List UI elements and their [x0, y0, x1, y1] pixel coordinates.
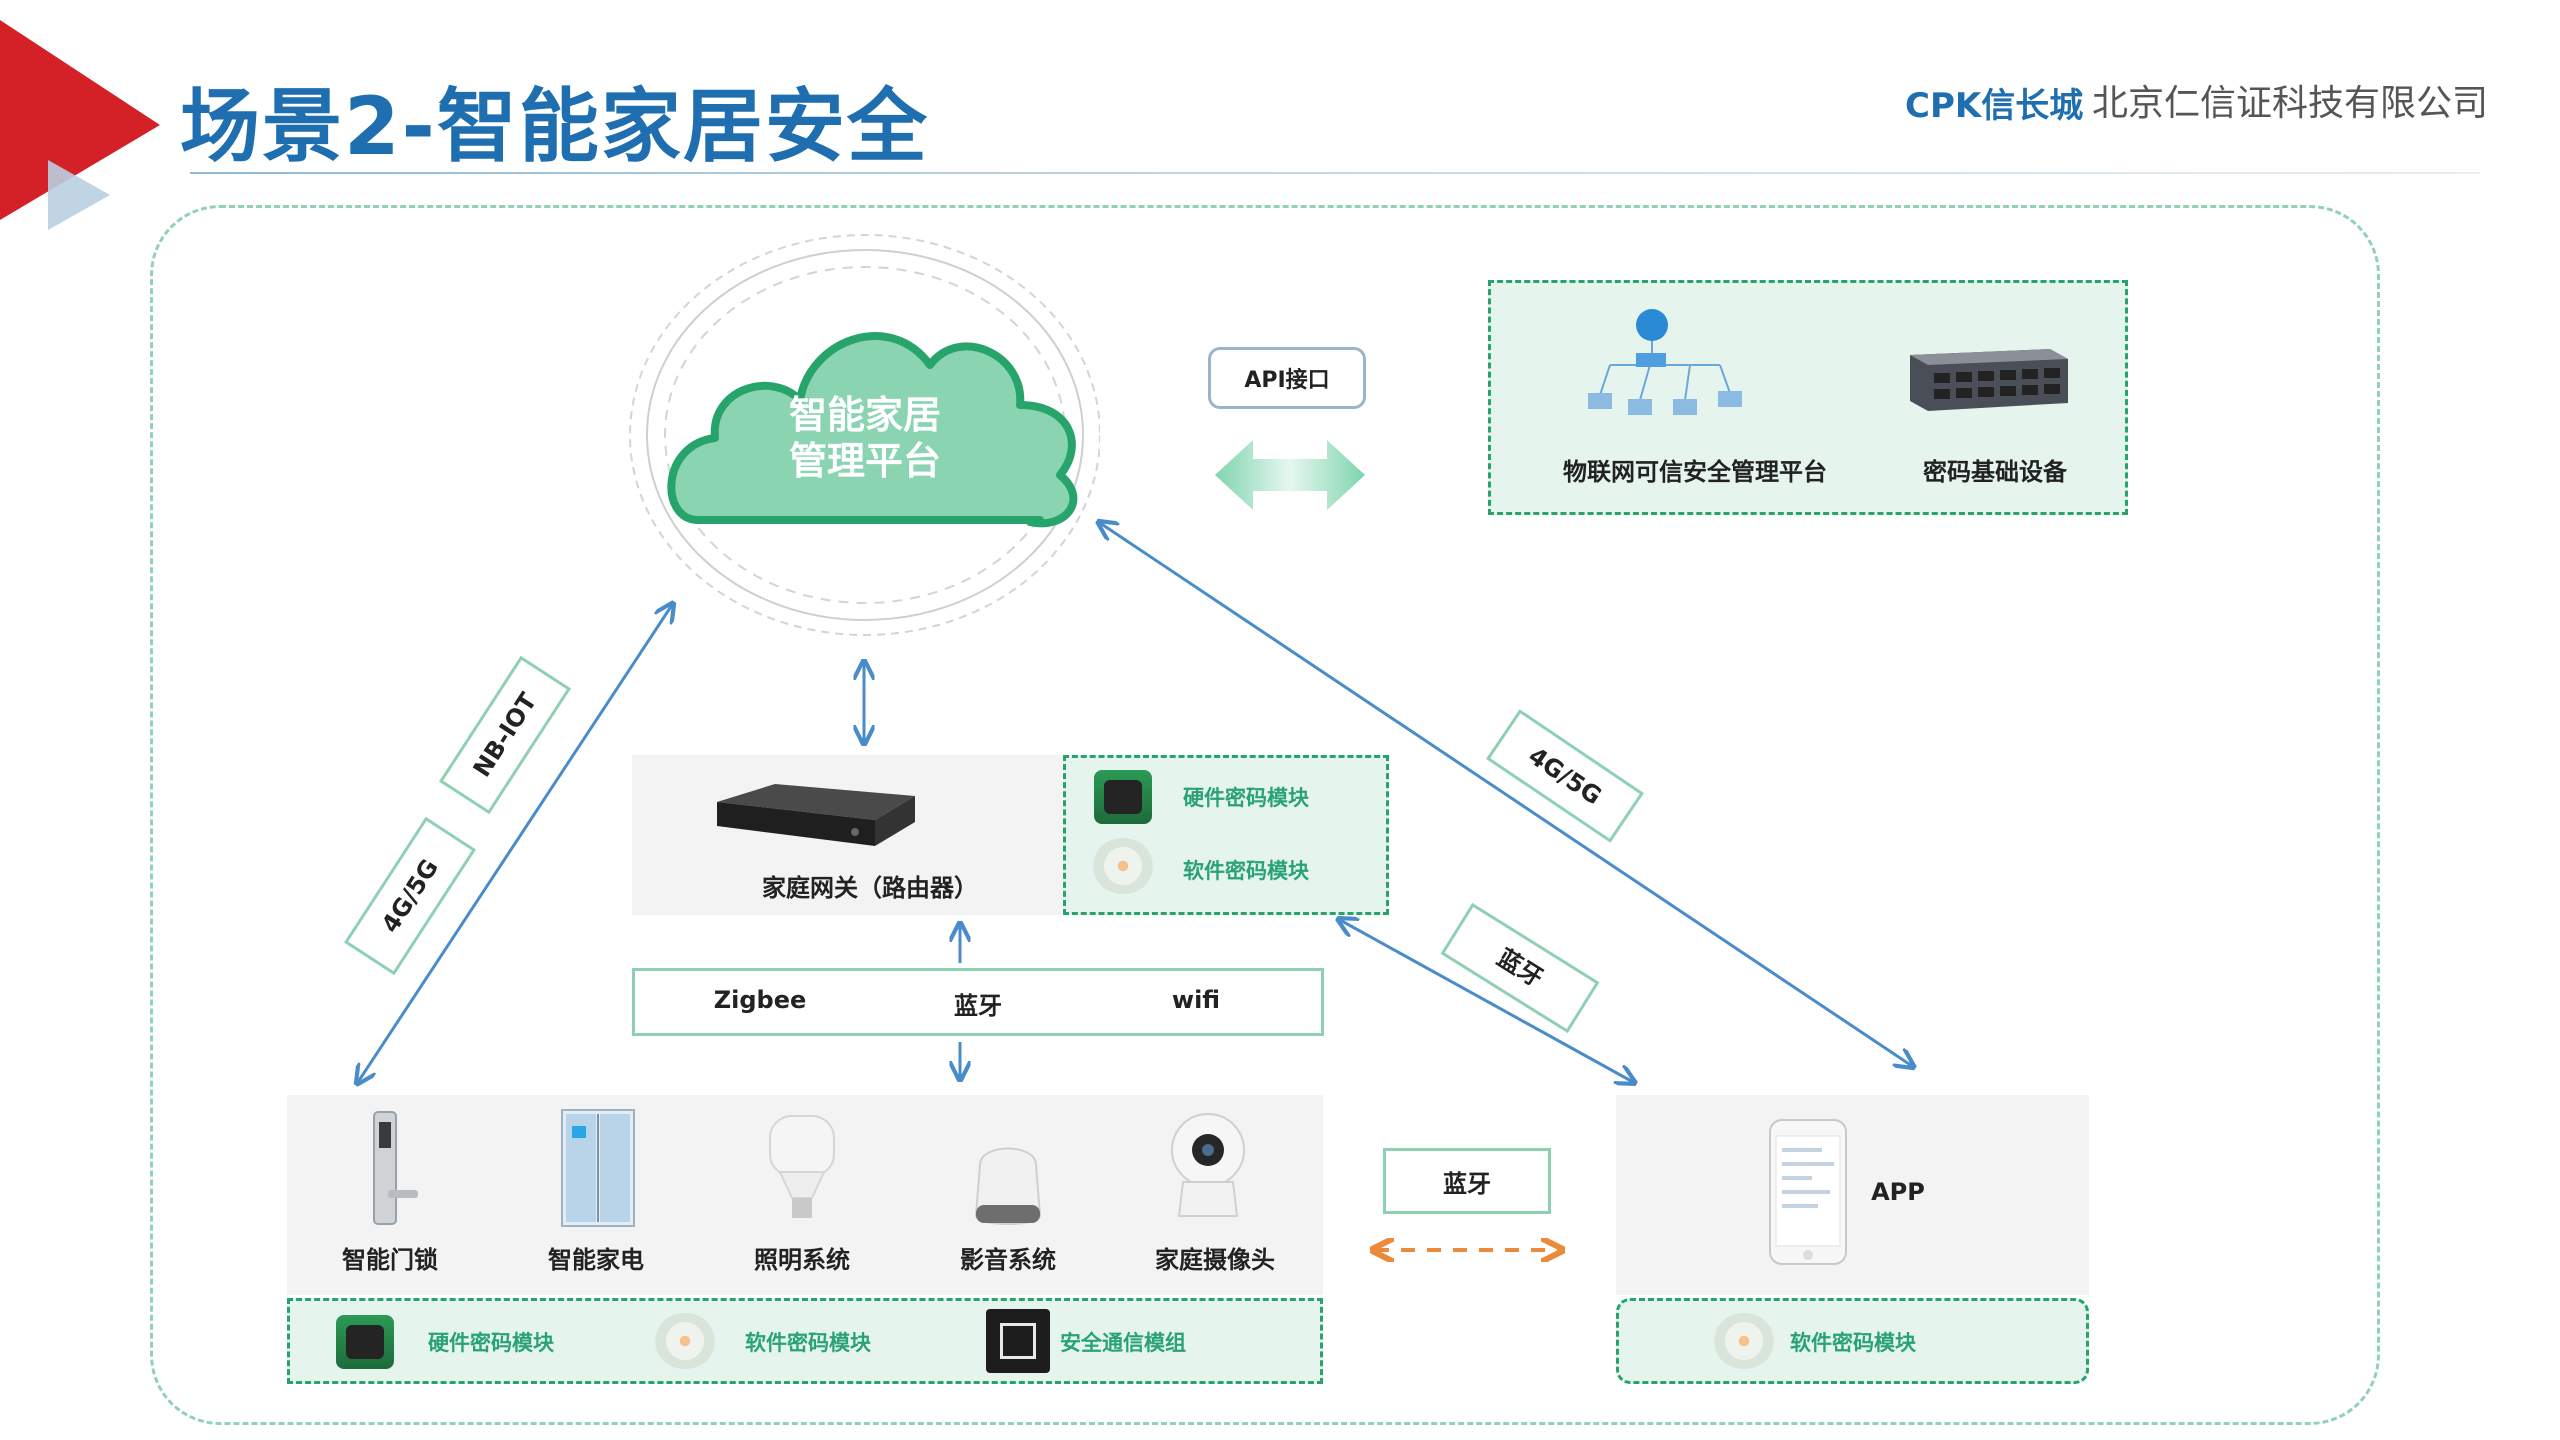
app-label: APP — [1871, 1178, 1925, 1206]
cloud-label: 智能家居 管理平台 — [745, 392, 985, 484]
software-module-icon — [654, 1313, 716, 1369]
server-rack-icon — [1910, 349, 2068, 411]
device-comm-module-label: 安全通信模组 — [1060, 1331, 1186, 1355]
arrow-devices-cloud — [358, 605, 672, 1082]
speaker-icon — [974, 1147, 1042, 1225]
diagram-container — [150, 205, 2380, 1425]
page-title: 场景2-智能家居安全 — [180, 80, 929, 173]
device-hw-module-label: 硬件密码模块 — [428, 1331, 554, 1355]
platform-item-iot: 物联网可信安全管理平台 — [1563, 458, 1827, 486]
corner-triangle-decoration — [0, 20, 160, 230]
iot-network-icon — [1588, 309, 1742, 415]
cloud-label-line2: 管理平台 — [788, 439, 941, 483]
device-sw-module-label: 软件密码模块 — [745, 1331, 871, 1355]
secure-comm-chip-icon — [986, 1309, 1050, 1373]
hardware-chip-icon — [336, 1315, 394, 1369]
arrow-cloud-app — [1100, 523, 1912, 1066]
device-smart-appliance: 智能家电 — [548, 1246, 644, 1274]
api-interface-label: API接口 — [1208, 347, 1366, 409]
arrow-gateway-app — [1340, 920, 1633, 1082]
software-module-icon — [1713, 1313, 1775, 1369]
device-smart-lock: 智能门锁 — [342, 1246, 438, 1274]
company-logo: CPK信长城 — [1905, 86, 2084, 126]
device-crypto-modules — [287, 1298, 1323, 1384]
cloud-platform-graphic — [629, 234, 1100, 636]
platform-item-crypto-device: 密码基础设备 — [1923, 458, 2067, 486]
app-panel — [1616, 1095, 2089, 1295]
router-device-icon — [717, 784, 915, 846]
company-name: 北京仁信证科技有限公司 — [2091, 83, 2488, 124]
header-divider — [190, 172, 2480, 174]
smartphone-icon — [1769, 1119, 1847, 1265]
camera-icon — [1171, 1113, 1245, 1217]
smart-lock-icon — [373, 1111, 418, 1225]
link-label-bluetooth-mid: 蓝牙 — [1383, 1148, 1551, 1214]
api-double-arrow — [1215, 440, 1365, 510]
cloud-label-line1: 智能家居 — [788, 393, 941, 437]
device-lighting: 照明系统 — [754, 1246, 850, 1274]
protocol-bluetooth: 蓝牙 — [954, 992, 1002, 1020]
app-crypto-module — [1616, 1298, 2089, 1384]
gateway-label: 家庭网关（路由器） — [762, 874, 978, 902]
protocol-zigbee: Zigbee — [713, 986, 807, 1014]
device-camera: 家庭摄像头 — [1155, 1246, 1275, 1274]
app-sw-module-label: 软件密码模块 — [1790, 1331, 1916, 1355]
light-bulb-icon — [769, 1115, 835, 1218]
smart-appliance-icon — [561, 1109, 635, 1227]
device-audio-video: 影音系统 — [960, 1246, 1056, 1274]
